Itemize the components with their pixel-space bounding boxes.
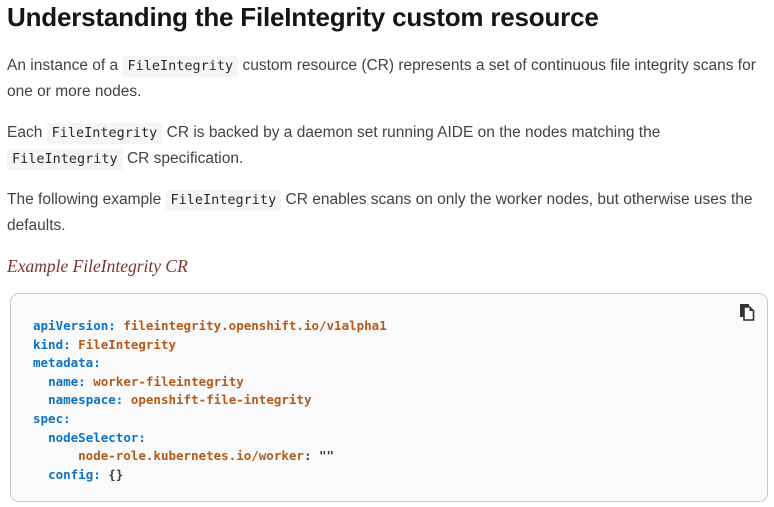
example-caption: Example FileIntegrity CR [7,256,188,276]
inline-code: FileIntegrity [165,190,282,211]
code-token [33,448,78,463]
text-run: The following example [7,191,166,208]
code-token: apiVersion: [33,318,116,333]
code-token: metadata: [33,355,101,371]
code-token: FileIntegrity [78,336,177,352]
text-run: CR is backed by a daemon set running AID… [162,124,661,141]
inline-code: FileIntegrity [7,149,123,170]
copy-icon [739,303,755,321]
code-token [33,467,48,482]
code-token: "" [319,448,335,464]
yaml-code: apiVersion: fileintegrity.openshift.io/v… [33,318,387,482]
paragraph: Each FileIntegrity CR is backed by a dae… [7,120,766,172]
copy-button[interactable] [735,300,759,324]
code-token: node-role.kubernetes.io/worker [78,448,304,464]
inline-code: FileIntegrity [46,123,163,144]
code-token: name: [48,373,86,389]
code-content: apiVersion: fileintegrity.openshift.io/v… [11,294,767,501]
code-token [33,392,48,407]
text-run: An instance of a [7,57,123,74]
paragraph: The following example FileIntegrity CR e… [7,187,766,239]
code-block: apiVersion: fileintegrity.openshift.io/v… [10,293,768,502]
code-token: worker-fileintegrity [93,373,244,389]
page-title: Understanding the FileIntegrity custom r… [7,2,599,32]
text-run: Each [7,124,47,141]
code-token: config: [48,466,101,482]
inline-code: FileIntegrity [122,56,239,77]
code-token: nodeSelector: [48,429,146,445]
text-run: CR specification. [122,150,244,167]
text-run: custom resource (CR) represents a set of… [7,57,756,100]
code-token: openshift-file-integrity [130,392,312,408]
code-token [33,430,48,445]
text-run: CR enables scans on only the worker node… [7,191,753,234]
code-token: {} [108,466,124,482]
code-token: : [303,448,312,464]
code-token: namespace: [48,392,124,408]
code-token [33,374,48,389]
code-token: spec: [33,410,71,426]
paragraph: An instance of a FileIntegrity custom re… [7,53,766,105]
code-token: fileintegrity.openshift.io/v1alpha1 [123,318,387,333]
code-token: kind: [33,336,71,352]
code-token [123,392,131,407]
code-token [311,448,319,463]
